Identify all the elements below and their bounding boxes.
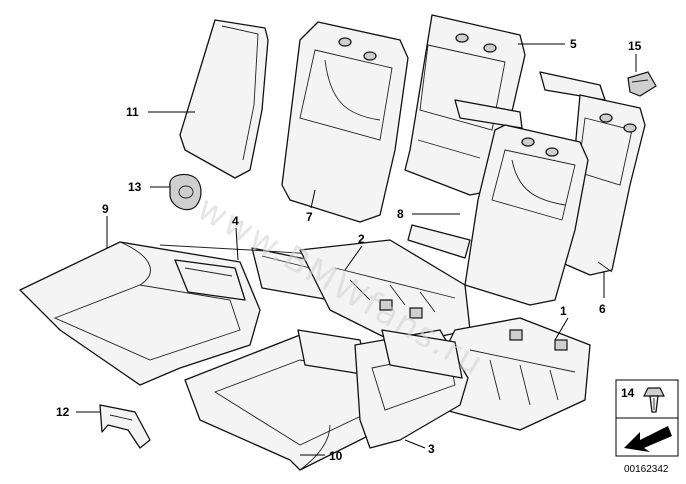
callout-13: 13: [128, 180, 142, 194]
callout-9: 9: [102, 202, 109, 216]
callout-labels: 1 2 3 4 5 6 7 8 9 10 11 12 13 15: [56, 37, 642, 463]
reference-number: 00162342: [624, 464, 669, 475]
part-3-seat-cushion: [354, 329, 469, 449]
callout-10: 10: [329, 449, 343, 463]
callout-2: 2: [358, 232, 365, 246]
part-7-backrest-cover: [281, 21, 409, 223]
inset-box-part-14: 14: [615, 379, 679, 457]
part-12-bracket: [99, 404, 151, 449]
callout-12: 12: [56, 405, 70, 419]
callout-8: 8: [397, 207, 404, 221]
part-13-cap: [169, 173, 202, 211]
part-15-clip: [627, 71, 657, 97]
callout-7: 7: [306, 210, 313, 224]
callout-11: 11: [126, 105, 139, 119]
part-4-seat-frame: [159, 244, 351, 301]
callout-1: 1: [560, 304, 567, 318]
callout-3: 3: [428, 442, 435, 456]
part-9-seat-cushion-cover: [19, 241, 261, 386]
part-6-backrest-frame-right: [539, 71, 646, 276]
part-11-side-panel: [179, 19, 269, 179]
leader-lines: [76, 43, 637, 456]
clip-fastener-icon: [643, 387, 665, 413]
callout-4: 4: [232, 214, 239, 228]
callout-14: 14: [621, 386, 635, 400]
callout-5: 5: [570, 37, 577, 51]
callout-6: 6: [599, 302, 606, 316]
callout-15: 15: [628, 39, 642, 53]
part-8-backrest-cover: [407, 99, 589, 306]
arrow-icon: [624, 426, 672, 452]
